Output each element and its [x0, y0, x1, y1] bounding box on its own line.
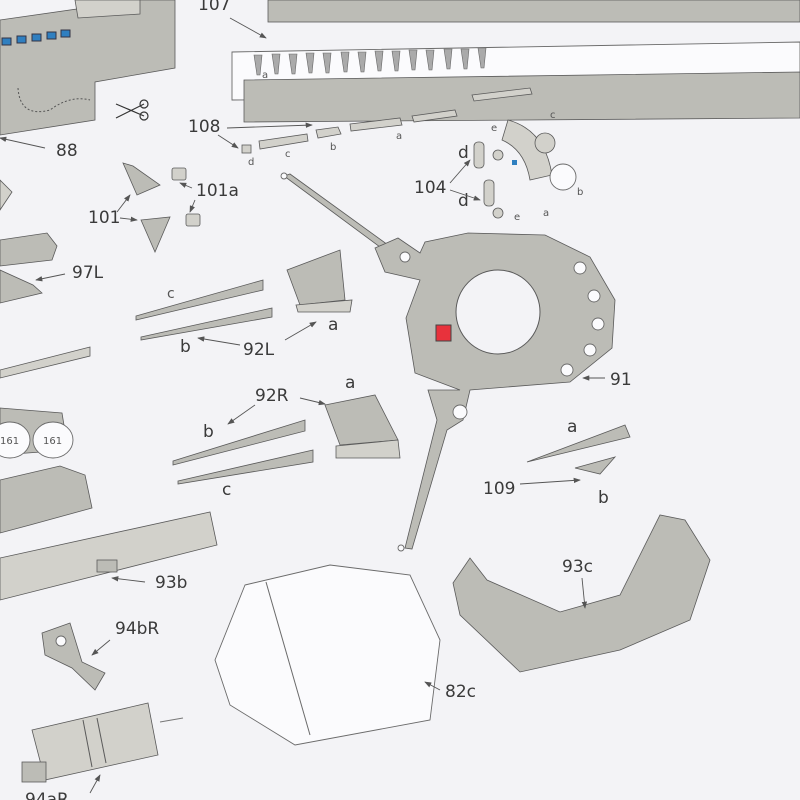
label-92L-c: c: [167, 286, 175, 302]
label-92L-b: b: [180, 337, 191, 357]
label-97L: 97L: [72, 263, 104, 283]
part-91: [280, 172, 616, 552]
label-92R-a: a: [345, 373, 355, 393]
label-92L: 92L: [243, 340, 275, 360]
scissors-icon: [115, 99, 149, 121]
label-104-a: a: [543, 208, 549, 219]
label-108-d: d: [248, 157, 254, 168]
label-161-1: 161: [0, 436, 19, 447]
label-107: 107: [198, 0, 230, 15]
part-92L: c b a: [135, 249, 353, 357]
part-107: a: [231, 0, 800, 123]
label-104-d1: d: [458, 143, 469, 163]
label-104-b: b: [577, 187, 583, 198]
label-92L-a: a: [328, 315, 338, 335]
label-109-b: b: [598, 488, 609, 508]
label-104: 104: [414, 178, 446, 198]
label-88: 88: [56, 141, 78, 161]
label-104-d2: d: [458, 191, 469, 211]
part-101: [122, 162, 201, 254]
label-104-c: c: [550, 110, 556, 121]
part-93c: [452, 514, 711, 673]
label-93b: 93b: [155, 573, 187, 593]
part-88: [0, 0, 176, 136]
label-107-sub: a: [262, 70, 268, 81]
part-97L: [0, 179, 58, 304]
label-108-b: b: [330, 142, 336, 153]
label-101: 101: [88, 208, 120, 228]
part-94aR: [21, 702, 184, 783]
label-91: 91: [610, 370, 632, 390]
label-92R-c: c: [222, 480, 231, 500]
label-93c: 93c: [562, 557, 593, 577]
part-93b: [0, 511, 218, 601]
part-94bR: [41, 622, 106, 691]
label-104-e2: e: [514, 212, 520, 223]
label-108-a: a: [396, 131, 402, 142]
part-108: d c b a: [241, 87, 533, 168]
label-82c: 82c: [445, 682, 476, 702]
part-92R: b c a: [172, 373, 401, 500]
label-161-2: 161: [43, 436, 62, 447]
label-94aR: 94aR: [25, 790, 69, 800]
part-strip: [0, 346, 91, 379]
label-92R-b: b: [203, 422, 214, 442]
part-82c: [214, 564, 441, 746]
label-108: 108: [188, 117, 220, 137]
label-101a: 101a: [196, 181, 239, 201]
part-104: e e a b c d d: [458, 110, 583, 223]
label-92R: 92R: [255, 386, 289, 406]
part-109: a b: [526, 417, 631, 508]
label-104-e1: e: [491, 123, 497, 134]
label-94bR: 94bR: [115, 619, 159, 639]
label-109: 109: [483, 479, 515, 499]
label-109-a: a: [567, 417, 577, 437]
part-161: 161 161: [0, 407, 93, 534]
label-108-c: c: [285, 149, 291, 160]
window-strip: [1, 29, 71, 46]
